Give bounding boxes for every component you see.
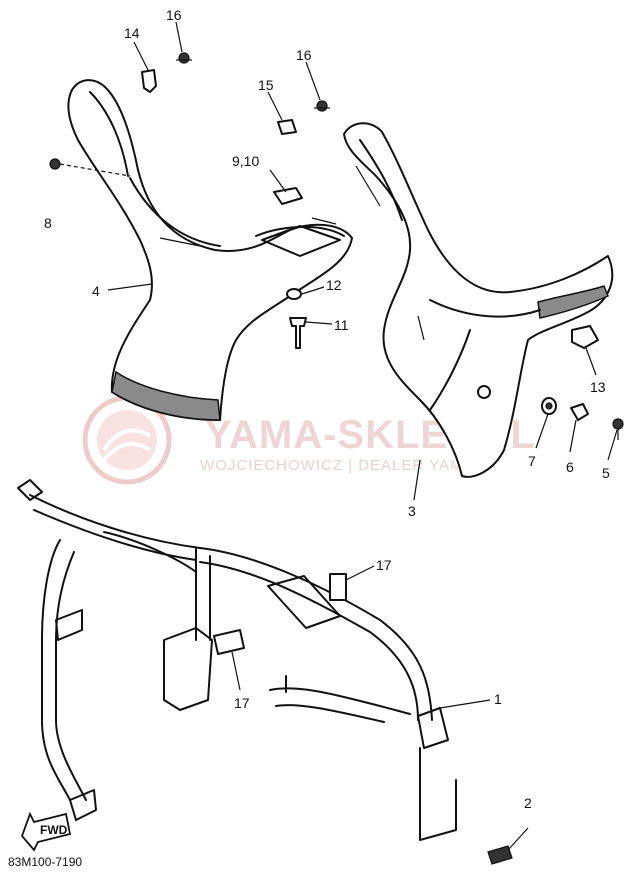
- screw-5-icon: [612, 418, 624, 440]
- bolt-8-icon: [49, 158, 131, 177]
- right-leg-shield: [343, 122, 614, 478]
- rivet-11-icon: [289, 317, 307, 349]
- screw-16a-icon: [176, 52, 192, 64]
- leader-lines: [107, 21, 618, 709]
- callout-5: 5: [602, 465, 610, 481]
- collar-7-icon: [541, 397, 557, 415]
- frame: [17, 479, 457, 841]
- pad-17a-icon: [329, 573, 347, 601]
- callout-4: 4: [92, 283, 100, 299]
- washer-12-icon: [286, 288, 302, 300]
- forward-arrow-icon: FWD: [20, 811, 72, 852]
- callout-11: 11: [334, 317, 349, 333]
- callouts: 14 16 15 16 9,10 8 4 12 11 13 7 6 5 3 17…: [44, 7, 610, 811]
- callout-3: 3: [408, 503, 416, 519]
- callout-6: 6: [566, 459, 574, 475]
- left-leg-shield: [67, 79, 353, 421]
- callout-8: 8: [44, 215, 52, 231]
- grommet-13-icon: [571, 325, 599, 349]
- nut-6-icon: [570, 403, 589, 421]
- nut-15-icon: [277, 119, 297, 135]
- callout-16a: 16: [166, 7, 182, 23]
- fwd-label: FWD: [40, 823, 68, 837]
- pad-17b-icon: [213, 629, 245, 655]
- fastener-parts: [49, 52, 624, 440]
- callout-17a: 17: [376, 557, 392, 573]
- callout-2: 2: [524, 795, 532, 811]
- diagram-code: 83M100-7190: [8, 855, 82, 869]
- watermark-subtitle: WOJCIECHOWICZ | DEALER YAMAHA: [200, 457, 497, 474]
- callout-7: 7: [528, 453, 536, 469]
- callout-17b: 17: [234, 695, 250, 711]
- callout-12: 12: [326, 277, 342, 293]
- callout-15: 15: [258, 77, 274, 93]
- callout-14: 14: [124, 25, 140, 41]
- bolt-2-icon: [487, 827, 529, 865]
- screw-16b-icon: [314, 100, 330, 112]
- callout-13: 13: [590, 379, 606, 395]
- callout-9-10: 9,10: [232, 153, 259, 169]
- callout-16b: 16: [296, 47, 312, 63]
- callout-1: 1: [494, 691, 502, 707]
- bracket-9-10-icon: [273, 187, 303, 205]
- clip-14-icon: [141, 69, 157, 93]
